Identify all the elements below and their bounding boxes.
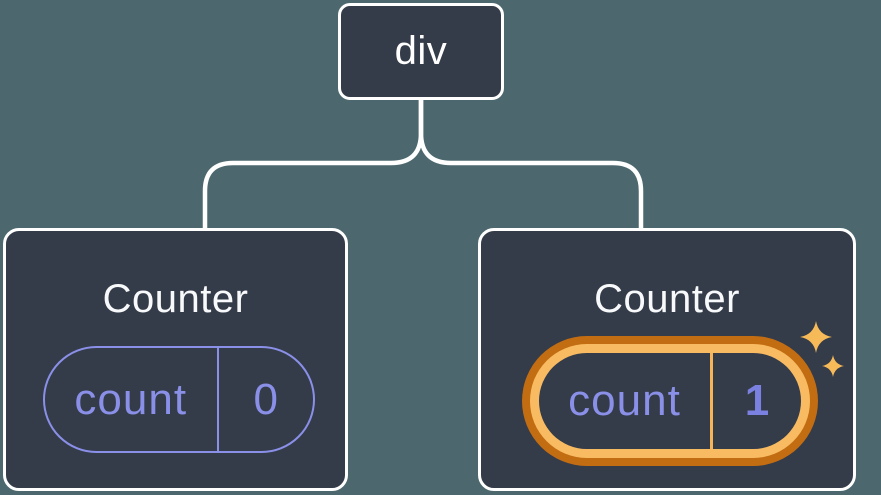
state-key: count xyxy=(539,353,713,449)
component-title: Counter xyxy=(594,277,740,321)
state-pill: count 1 xyxy=(539,353,801,449)
state-key: count xyxy=(45,348,219,451)
counter-card-left: Counter count 0 xyxy=(3,228,348,491)
state-value: 1 xyxy=(744,376,770,425)
counter-card-right: Counter count 1 xyxy=(478,228,856,491)
component-title: Counter xyxy=(102,277,249,321)
highlight-ring: count 1 xyxy=(530,344,810,458)
state-value: 0 xyxy=(253,374,278,424)
root-node-div: div xyxy=(338,3,504,100)
root-node-label: div xyxy=(394,29,448,73)
edge-root-to-left-counter xyxy=(202,95,424,235)
state-pill: count 0 xyxy=(43,346,315,453)
edge-root-to-right-counter xyxy=(418,95,644,235)
state-pill-highlight: count 1 xyxy=(522,336,818,466)
